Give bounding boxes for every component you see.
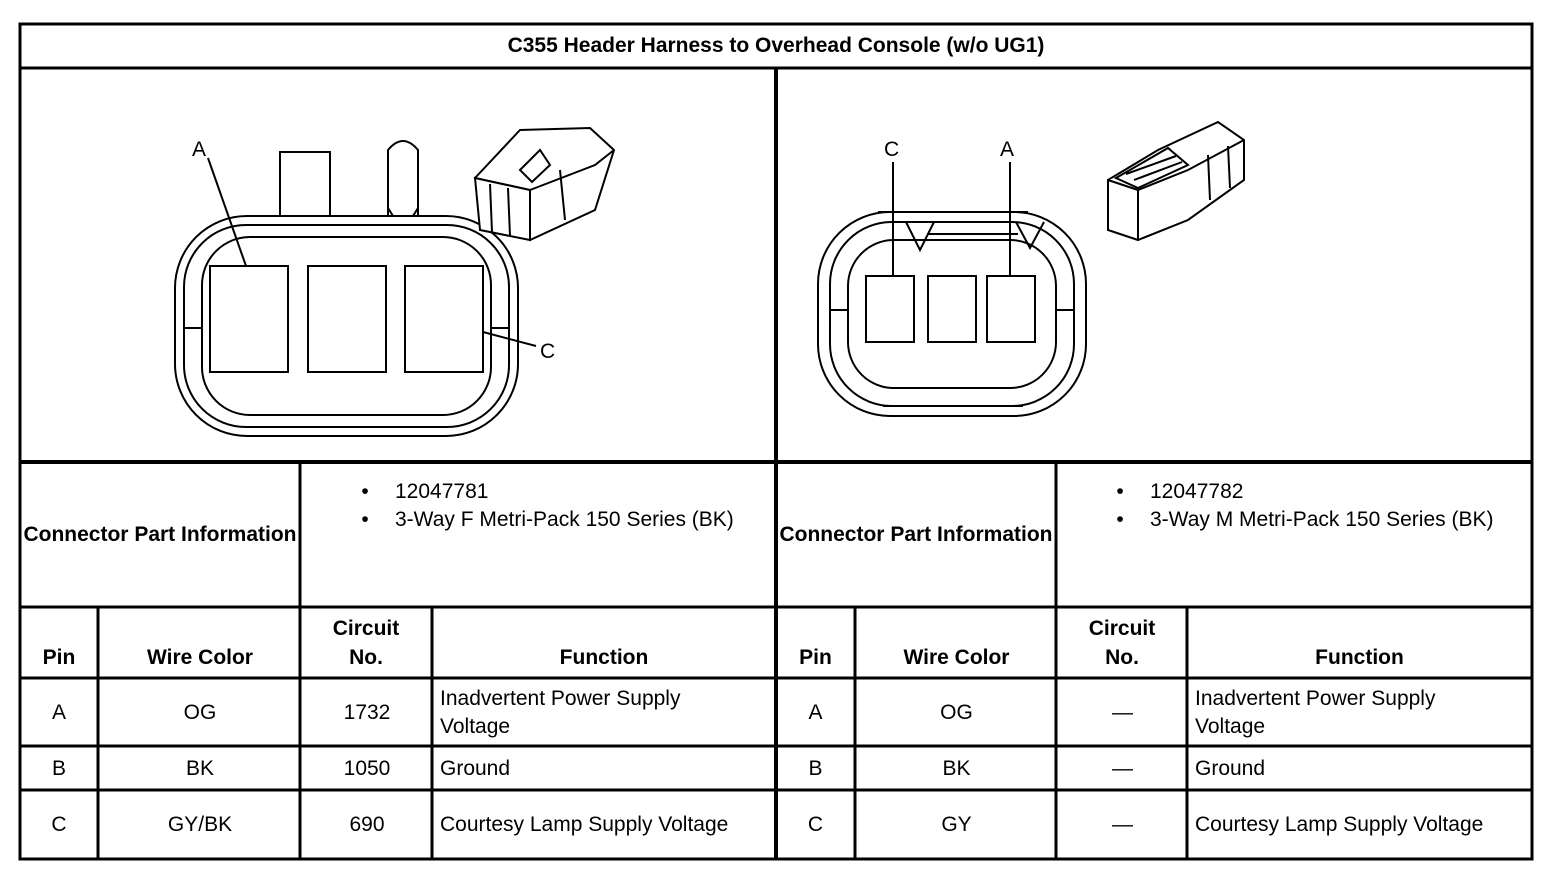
right-part-info: •12047782 •3-Way M Metri-Pack 150 Series… bbox=[1090, 464, 1530, 605]
table-cell-pin: B bbox=[51, 757, 66, 780]
table-cell-function: Ground bbox=[1195, 757, 1266, 780]
list-item: •12047782 bbox=[1090, 478, 1530, 506]
table-cell-circuit: 690 bbox=[349, 813, 385, 836]
female-connector-diagram: A C bbox=[174, 126, 616, 437]
col-header-circuit: Circuit No. bbox=[332, 617, 400, 669]
female-connector-thumbnail bbox=[473, 126, 616, 242]
list-item: •3-Way M Metri-Pack 150 Series (BK) bbox=[1090, 506, 1530, 534]
male-connector-thumbnail bbox=[1107, 120, 1245, 242]
part-number: 12047782 bbox=[1150, 480, 1244, 503]
col-header-circuit: Circuit No. bbox=[1088, 617, 1156, 669]
page-title: C355 Header Harness to Overhead Console … bbox=[507, 34, 1045, 57]
table-cell-function: Courtesy Lamp Supply Voltage bbox=[440, 813, 729, 836]
table-cell-circuit: 1732 bbox=[343, 701, 391, 724]
male-connector-diagram: C A bbox=[817, 120, 1245, 417]
part-description: 3-Way F Metri-Pack 150 Series (BK) bbox=[395, 508, 734, 531]
table-cell-pin: C bbox=[51, 813, 67, 836]
table-cell-circuit: — bbox=[1112, 701, 1133, 724]
table-cell-circuit: — bbox=[1112, 757, 1133, 780]
table-cell-wire: GY bbox=[941, 813, 972, 836]
col-header-function: Function bbox=[1315, 646, 1404, 669]
pin-a-label: A bbox=[192, 138, 206, 161]
table-cell-function: Courtesy Lamp Supply Voltage bbox=[1195, 813, 1484, 836]
col-header-wire-color: Wire Color bbox=[147, 646, 253, 669]
part-description: 3-Way M Metri-Pack 150 Series (BK) bbox=[1150, 508, 1494, 531]
col-header-wire-color: Wire Color bbox=[903, 646, 1010, 669]
col-header-pin: Pin bbox=[42, 646, 76, 669]
table-cell-wire: BK bbox=[942, 757, 971, 780]
part-number: 12047781 bbox=[395, 480, 489, 503]
table-cell-wire: BK bbox=[185, 757, 214, 780]
table-cell-function: Ground bbox=[440, 757, 511, 780]
pin-a-label: A bbox=[1000, 138, 1014, 161]
pin-c-label: C bbox=[540, 340, 555, 363]
table-cell-function: Inadvertent Power Supply Voltage bbox=[1195, 687, 1436, 738]
col-header-function: Function bbox=[559, 646, 649, 669]
left-connector-part-label: Connector Part Information bbox=[23, 522, 297, 546]
left-part-info: •12047781 •3-Way F Metri-Pack 150 Series… bbox=[335, 464, 773, 605]
list-item: •3-Way F Metri-Pack 150 Series (BK) bbox=[335, 506, 773, 534]
col-header-pin: Pin bbox=[799, 646, 832, 669]
table-cell-wire: OG bbox=[183, 701, 217, 724]
table-cell-pin: A bbox=[51, 701, 66, 724]
pin-c-label: C bbox=[884, 138, 899, 161]
table-cell-wire: GY/BK bbox=[167, 813, 233, 836]
list-item: •12047781 bbox=[335, 478, 773, 506]
table-cell-pin: A bbox=[808, 701, 823, 724]
table-cell-circuit: 1050 bbox=[343, 757, 391, 780]
table-cell-function: Inadvertent Power Supply Voltage bbox=[440, 687, 681, 738]
right-connector-part-label: Connector Part Information bbox=[779, 522, 1053, 546]
table-cell-pin: B bbox=[808, 757, 823, 780]
table-cell-wire: OG bbox=[940, 701, 973, 724]
table-cell-circuit: — bbox=[1112, 813, 1133, 836]
table-cell-pin: C bbox=[807, 813, 824, 836]
